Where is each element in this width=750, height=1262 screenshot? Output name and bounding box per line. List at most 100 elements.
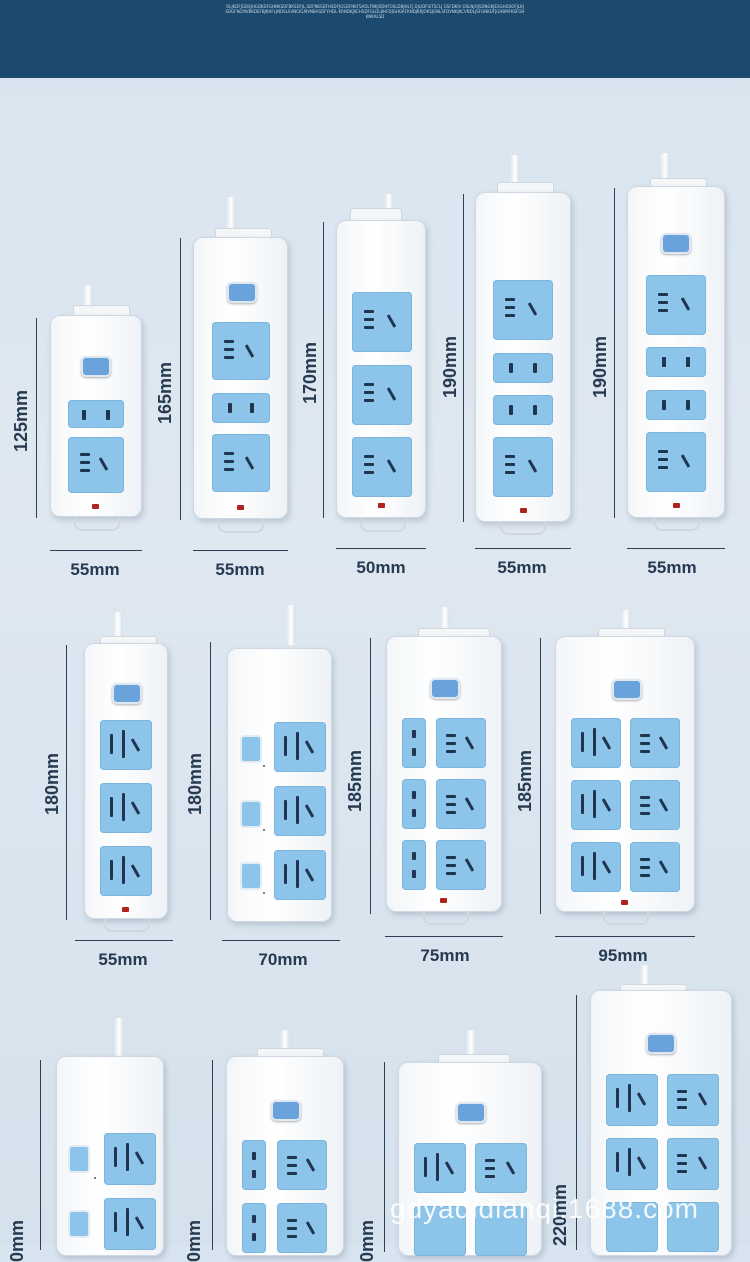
three-pin-socket [646, 275, 706, 335]
power-switch [271, 1100, 301, 1121]
three-pin-socket [436, 779, 486, 829]
three-pin-socket [436, 840, 486, 890]
two-pin-socket [493, 353, 553, 383]
height-label: 185mm [345, 749, 365, 812]
two-pin-socket [493, 395, 553, 425]
power-cord [621, 610, 631, 645]
indicator-light [673, 503, 680, 508]
three-pin-socket [274, 722, 326, 772]
width-line [50, 550, 142, 551]
two-pin-socket [646, 347, 706, 377]
two-pin-socket [212, 393, 270, 423]
width-label: 55mm [497, 558, 547, 577]
indicator-light [122, 907, 129, 912]
width-label: 55mm [70, 560, 120, 579]
height-line [40, 1060, 41, 1250]
three-pin-socket [630, 842, 680, 892]
three-pin-socket [606, 1074, 658, 1126]
width-line [222, 940, 340, 941]
indicator-dot [94, 1177, 96, 1179]
width-line [336, 548, 426, 549]
height-label: 165mm [155, 361, 175, 424]
height-label: 125mm [11, 389, 31, 452]
three-pin-socket [274, 786, 326, 836]
height-label: 190mm [590, 335, 610, 398]
three-pin-socket [352, 437, 412, 497]
power-cord [440, 607, 450, 642]
height-line [323, 222, 324, 518]
two-pin-socket [402, 779, 426, 829]
width-label: 55mm [647, 558, 697, 577]
power-cord [640, 965, 650, 1000]
height-line [576, 995, 577, 1250]
power-cord [113, 612, 123, 652]
three-pin-socket [277, 1140, 327, 1190]
height-line [66, 645, 67, 920]
width-label: 55mm [98, 950, 148, 969]
hanging-hook [423, 911, 469, 925]
width-line [475, 548, 571, 549]
three-pin-socket [667, 1138, 719, 1190]
height-label: 0mm [184, 1219, 204, 1262]
three-pin-socket [571, 718, 621, 768]
hanging-hook [218, 519, 264, 533]
indicator-light [237, 505, 244, 510]
socket-switch [68, 1210, 90, 1238]
hanging-hook [654, 517, 700, 531]
three-pin-socket [475, 1143, 527, 1193]
two-pin-socket [402, 840, 426, 890]
height-label: 0mm [7, 1219, 27, 1262]
power-cord [660, 153, 670, 193]
power-cord [286, 605, 296, 645]
indicator-light [378, 503, 385, 508]
height-line [370, 638, 371, 914]
power-cord [510, 155, 520, 195]
three-pin-socket [667, 1202, 719, 1252]
two-pin-socket [402, 718, 426, 768]
width-label: 95mm [598, 946, 648, 965]
hanging-hook [500, 521, 546, 535]
socket-switch [68, 1145, 90, 1173]
height-line [180, 238, 181, 520]
hanging-hook [74, 517, 120, 531]
power-switch [227, 282, 257, 303]
width-line [627, 548, 725, 549]
power-switch [112, 683, 142, 704]
three-pin-socket [630, 780, 680, 830]
power-switch [646, 1033, 676, 1054]
width-label: 70mm [258, 950, 308, 969]
height-label: 0mm [357, 1219, 377, 1262]
three-pin-socket [68, 437, 124, 493]
three-pin-socket [104, 1133, 156, 1185]
width-line [75, 940, 173, 941]
two-pin-socket [242, 1140, 266, 1190]
height-line [540, 638, 541, 914]
three-pin-socket [571, 780, 621, 830]
watermark: gdyaqidianqi.1688.com [390, 1193, 699, 1224]
two-pin-socket [242, 1203, 266, 1253]
height-line [463, 194, 464, 522]
height-line [384, 1062, 385, 1252]
height-label: 185mm [515, 749, 535, 812]
indicator-light [621, 900, 628, 905]
two-pin-socket [646, 390, 706, 420]
indicator-light [92, 504, 99, 509]
three-pin-socket [212, 322, 270, 380]
three-pin-socket [493, 437, 553, 497]
width-line [555, 936, 695, 937]
three-pin-socket [100, 846, 152, 896]
height-line [212, 1060, 213, 1250]
power-cord [280, 1030, 290, 1060]
width-label: 75mm [420, 946, 470, 965]
power-switch [661, 233, 691, 254]
width-line [193, 550, 288, 551]
three-pin-socket [493, 280, 553, 340]
three-pin-socket [630, 718, 680, 768]
three-pin-socket [104, 1198, 156, 1250]
header-banner: OLJKDFJGDSJHGDKDFGHNKSDFBKSDFJL,SDFNKSDF… [0, 0, 750, 78]
indicator-dot [263, 892, 265, 894]
three-pin-socket [414, 1143, 466, 1193]
three-pin-socket [606, 1138, 658, 1190]
socket-switch [240, 800, 262, 828]
height-label: 180mm [42, 752, 62, 815]
